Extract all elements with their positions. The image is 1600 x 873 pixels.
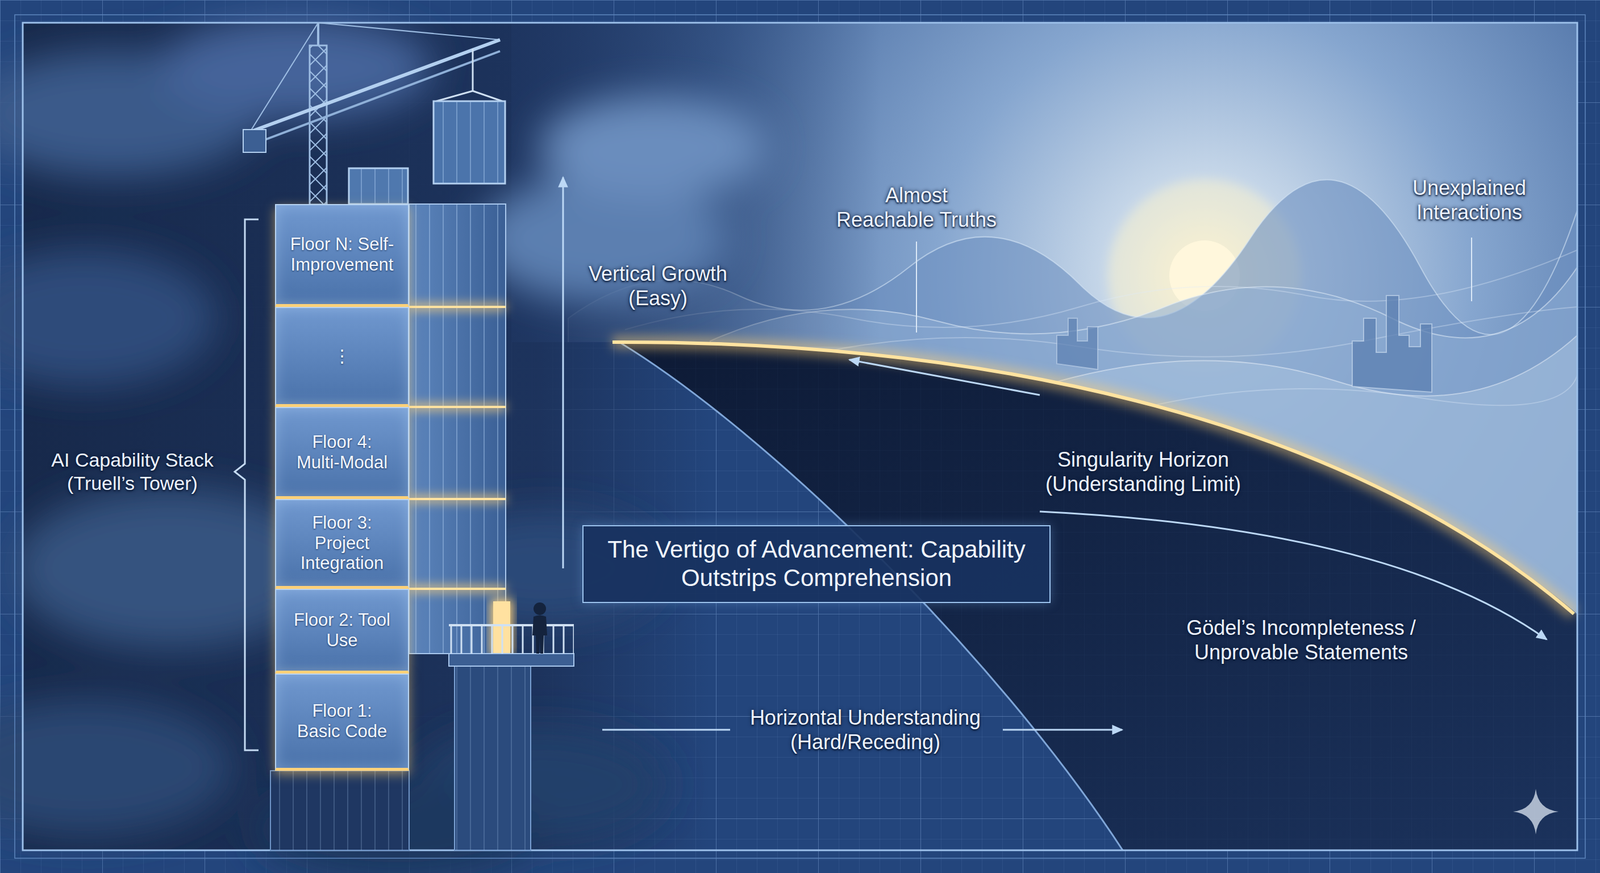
tower-side (409, 203, 506, 654)
city-skyline (1056, 318, 1098, 370)
floor-label: Floor 2: Tool Use (289, 609, 395, 650)
lifted-container (433, 101, 506, 184)
watermark-star (1513, 788, 1559, 835)
crane-stay (318, 22, 500, 40)
frame (14, 14, 1586, 858)
horizontal-arrow (1002, 728, 1123, 731)
tower-side-panels (409, 203, 506, 654)
leader-line (1471, 237, 1473, 302)
container-panels (433, 101, 506, 184)
balcony-floor (448, 653, 574, 666)
floor-glow-line (409, 306, 506, 589)
cloud (0, 250, 216, 387)
callout-label: Almost Reachable Truths (833, 182, 1000, 232)
axis-label: Horizontal Understanding (Hard/Receding) (740, 705, 991, 754)
horizontal-arrow-tail (602, 728, 731, 731)
stack-label: AI Capability Stack (Truell’s Tower) (24, 448, 241, 495)
floor-box: Floor 3: Project Integration (275, 498, 410, 589)
floor-label: ⋮ (333, 346, 352, 367)
horizon-label: Singularity Horizon (Understanding Limit… (1029, 447, 1257, 497)
crane-hook (436, 90, 503, 102)
city-skyline (1352, 295, 1432, 393)
floor-label: Floor N: Self-Improvement (289, 234, 395, 275)
crane-counterweight (243, 129, 266, 153)
floor-label: Floor 4: Multi-Modal (289, 431, 395, 473)
callout-label: Unexplained Interactions (1398, 175, 1541, 225)
title-box: The Vertigo of Advancement: Capability O… (582, 525, 1051, 603)
balcony-rail (448, 623, 574, 627)
cloud (539, 96, 768, 199)
axis-label: Vertical Growth (Easy) (572, 261, 744, 311)
crane-apex (317, 22, 320, 46)
floor-glow (409, 306, 506, 589)
crane-stay (250, 22, 319, 132)
receding-arrow (849, 359, 1040, 395)
vertical-growth-arrow (562, 177, 565, 569)
floor-label: Floor 3: Project Integration (289, 512, 395, 574)
lower-tower-panels (454, 665, 531, 850)
floor-label: Floor 1: Basic Code (289, 700, 395, 741)
contour-line (795, 306, 1578, 358)
balcony-posts (448, 625, 574, 654)
frame (22, 22, 1578, 850)
floor-box: ⋮ (275, 306, 410, 407)
crane-cable (472, 48, 474, 91)
floor-box: Floor 2: Tool Use (275, 588, 410, 674)
person-body (532, 615, 548, 654)
stack-bracket (234, 219, 259, 750)
tower-base (270, 770, 410, 850)
cloud (159, 17, 432, 120)
leader-line (915, 241, 918, 333)
floor-box: Floor 4: Multi-Modal (275, 406, 410, 499)
cloud (0, 698, 233, 836)
top-block (348, 168, 408, 204)
lower-tower (454, 665, 531, 850)
title-text: The Vertigo of Advancement: Capability O… (600, 535, 1033, 593)
crane-mast (309, 45, 327, 205)
floor-line (409, 306, 506, 589)
callout-label: Gödel’s Incompleteness / Unprovable Stat… (1170, 615, 1432, 665)
tower-base-panels (270, 770, 410, 850)
top-block-panels (348, 168, 408, 204)
floor-box: Floor 1: Basic Code (275, 673, 410, 771)
person-head (533, 602, 547, 615)
floor-box: Floor N: Self-Improvement (275, 203, 410, 307)
